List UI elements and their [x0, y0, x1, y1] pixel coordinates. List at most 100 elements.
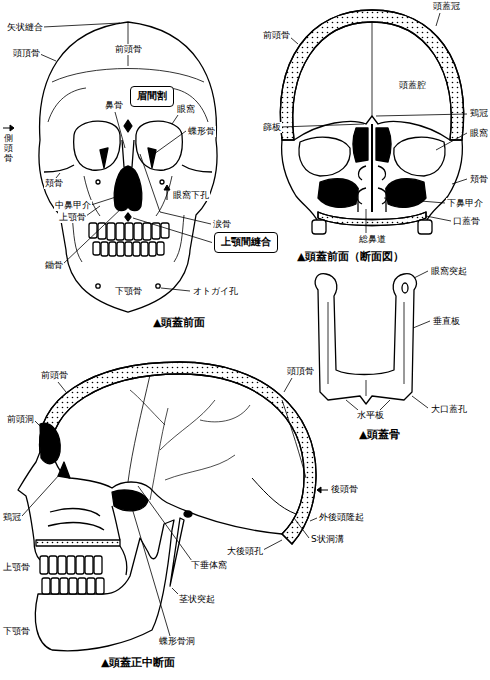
leader-line: [281, 124, 364, 127]
leader-line: [346, 400, 358, 410]
part-label: 蝶形骨: [187, 126, 216, 137]
leader-line: [436, 133, 467, 150]
leader-lines: [22, 13, 467, 636]
tooth: [149, 242, 156, 256]
part-label: 頬骨: [469, 174, 489, 185]
leader-line: [294, 518, 309, 538]
palatine-edge: [328, 302, 404, 396]
part-label: 鼻骨: [104, 100, 124, 111]
part-label: 垂直板: [432, 316, 461, 327]
tooth: [125, 223, 133, 240]
figure-caption: ▲頭蓋骨: [358, 428, 401, 441]
tooth: [98, 223, 106, 239]
leader-line: [133, 218, 212, 243]
sphenoid-sinus: [112, 490, 148, 511]
mental-foramen: [96, 284, 100, 288]
part-label: 頭蓋腔: [398, 80, 427, 91]
leader-line: [290, 37, 298, 44]
palate-diploe: [318, 212, 426, 226]
cranial-vault-diploe: [40, 362, 316, 544]
cranial-vault-diploe: [280, 10, 463, 140]
part-label: 大口蓋孔: [430, 404, 468, 415]
boxed-term: 上顎間縫合: [214, 232, 278, 253]
part-label: 前頭洞: [6, 414, 35, 425]
part-label: 下鼻甲介: [446, 198, 484, 209]
mental-foramen: [156, 284, 160, 288]
skull-median: [18, 362, 316, 651]
part-label: 茎状突起: [178, 594, 216, 605]
tooth: [78, 578, 86, 594]
tooth: [76, 556, 84, 574]
leader-line: [115, 112, 125, 148]
tooth: [109, 242, 116, 256]
tooth: [42, 578, 50, 594]
leader-line: [413, 321, 430, 328]
orbit: [74, 121, 121, 170]
part-label: 上顎骨: [2, 562, 31, 573]
leader-line: [138, 486, 192, 561]
tooth: [161, 223, 169, 238]
arrow-shaft: [167, 190, 168, 200]
leader-line: [310, 518, 317, 521]
palatine-outline: [315, 274, 416, 404]
nasal-aperture: [114, 166, 142, 211]
leader-line: [366, 209, 367, 233]
nasal-concha: [48, 509, 104, 530]
leader-line: [22, 474, 60, 516]
hard-palate: [36, 540, 120, 546]
leader-line: [376, 114, 467, 116]
maxillary-sinus: [318, 179, 358, 208]
part-label: 鶏冠: [2, 512, 22, 523]
part-label: オトガイ孔: [192, 286, 239, 297]
marker-diamond: [124, 120, 132, 132]
part-label: 下顎骨: [114, 286, 143, 297]
temporal-line: [48, 88, 208, 122]
part-label: 前頭骨: [114, 44, 143, 55]
arrow-head: [10, 125, 14, 131]
part-label: 眼窩: [469, 128, 489, 139]
part-label: S状洞溝: [310, 534, 345, 545]
leader-line: [172, 115, 178, 124]
leader-line: [43, 23, 120, 27]
meatus: [184, 511, 192, 517]
part-label: 頭蓋冠: [432, 1, 461, 12]
arrows: [3, 125, 328, 493]
leader-line: [91, 196, 119, 205]
cranial-vault: [280, 10, 463, 140]
tooth: [107, 223, 115, 240]
tooth: [87, 578, 95, 594]
ethmoid-cells: [353, 128, 368, 162]
leader-line: [40, 54, 56, 61]
tooth: [85, 556, 93, 574]
leader-line: [58, 382, 66, 392]
part-label: 頭頂骨: [12, 48, 41, 59]
leader-line: [140, 154, 211, 224]
tooth: [157, 242, 164, 255]
nasal-wall: [358, 188, 386, 212]
arrow-head: [317, 487, 321, 493]
part-label: 前頭骨: [262, 30, 291, 41]
part-label: 眼窩突起: [430, 266, 468, 277]
part-label: 矢状縫合: [6, 22, 44, 33]
part-label: 眼窩下孔: [172, 190, 210, 201]
tooth: [60, 578, 68, 594]
leader-line: [436, 13, 440, 26]
part-label: 眼窩: [176, 104, 196, 115]
leader-line: [384, 198, 445, 203]
tooth: [93, 242, 100, 255]
zygomatic-line: [44, 165, 212, 172]
part-label: 中鼻甲介: [54, 200, 92, 211]
tooth: [418, 220, 432, 234]
part-label: 蝶形骨洞: [158, 636, 196, 647]
skull-section: [280, 10, 463, 234]
suture-line: [128, 375, 306, 482]
tooth: [101, 242, 108, 256]
part-label: 上顎骨: [58, 212, 87, 223]
nasal-concha: [357, 166, 387, 204]
tooth: [116, 223, 124, 240]
boxed-term-text: 上顎間縫合: [220, 235, 272, 248]
tooth: [117, 242, 124, 256]
arrow-shaft: [321, 490, 328, 491]
styloid-process: [170, 518, 184, 586]
